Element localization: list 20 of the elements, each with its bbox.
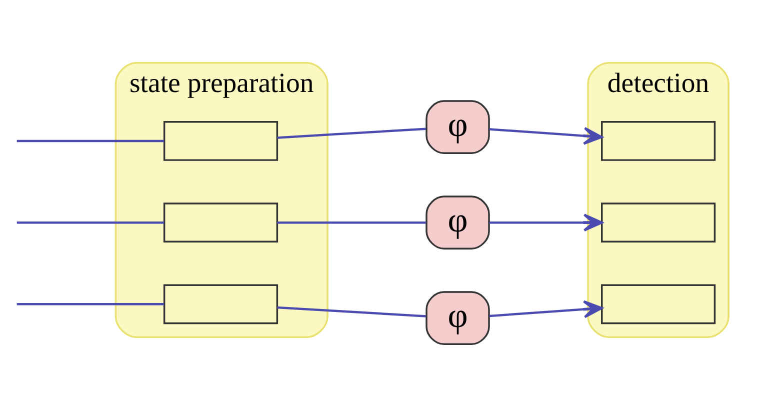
cluster: state preparation	[114, 62, 328, 338]
node-box	[601, 202, 716, 243]
node-box: φ	[426, 100, 490, 154]
node-box	[163, 202, 278, 243]
node-box	[601, 284, 716, 324]
connector	[16, 140, 164, 142]
arrow	[489, 300, 603, 318]
node-box: φ	[426, 291, 490, 345]
node-box	[163, 284, 278, 324]
connector	[16, 303, 164, 306]
connector	[16, 221, 164, 224]
connector	[277, 221, 426, 224]
connector	[277, 306, 426, 318]
connector	[277, 128, 426, 139]
node-box	[601, 121, 716, 161]
arrow	[489, 126, 603, 145]
arrow	[489, 214, 603, 232]
node-box: φ	[426, 196, 490, 250]
cluster: detection	[587, 62, 730, 338]
node-box	[163, 121, 278, 161]
